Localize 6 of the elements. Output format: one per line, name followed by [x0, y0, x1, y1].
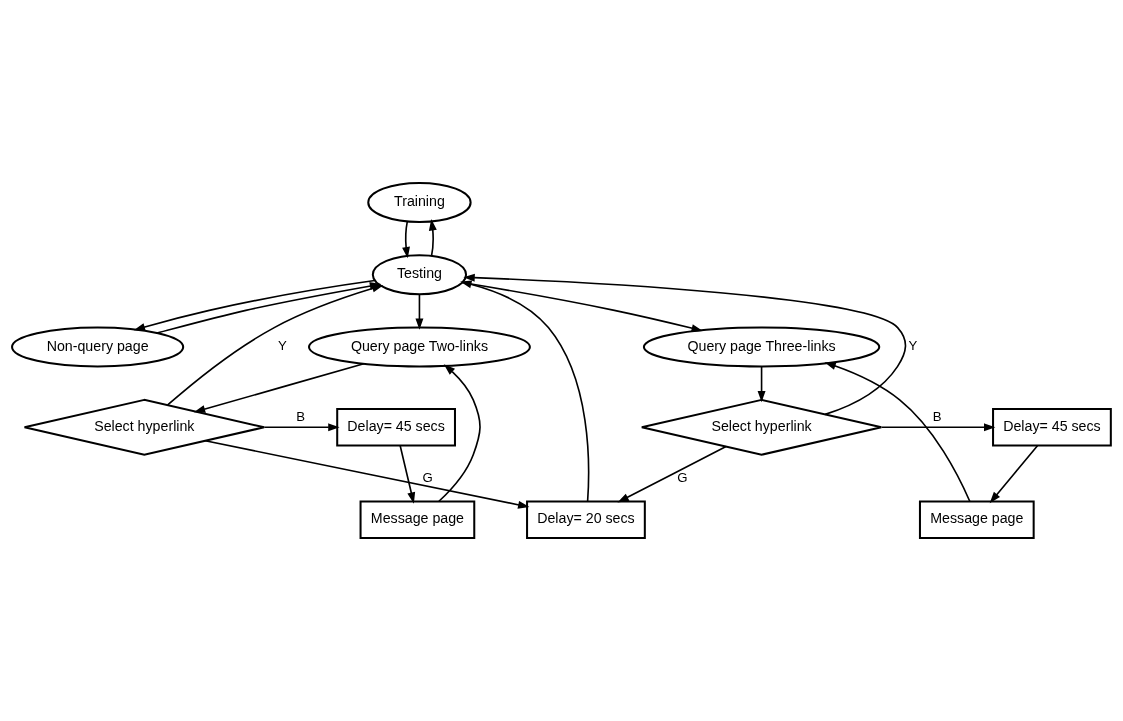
edge-label: B — [932, 408, 942, 424]
edge-label: Y — [908, 338, 918, 354]
edge-label: G — [422, 469, 433, 485]
edge-label: B — [296, 408, 306, 424]
edge-label: G — [677, 469, 688, 485]
edge-label: Y — [277, 338, 287, 354]
